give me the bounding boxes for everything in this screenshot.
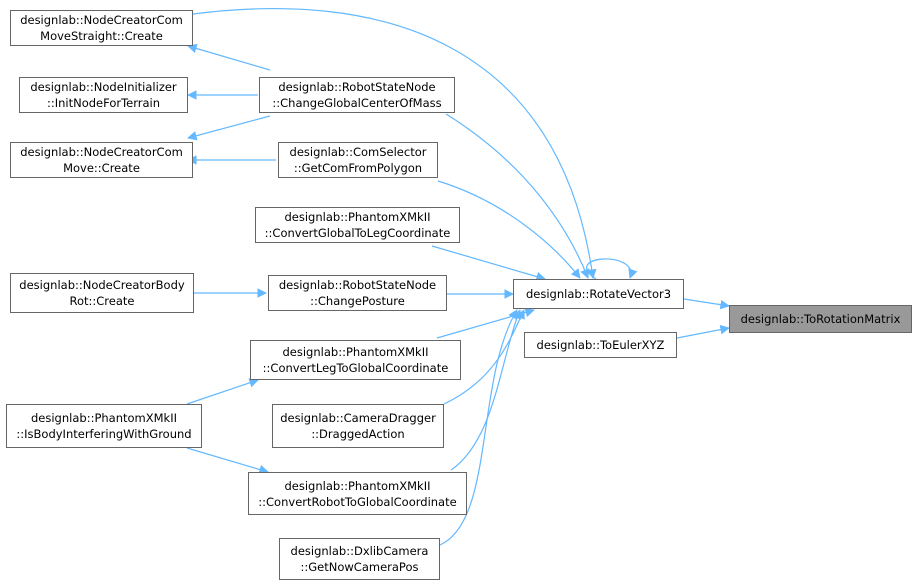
node-line2: ::ChangeGlobalCenterOfMass [272,96,442,110]
node-line2: MoveStraight::Create [40,29,163,43]
edge-n10-n9 [186,378,259,405]
node-line1: designlab::DxlibCamera [290,544,429,558]
node-line1: designlab::ComSelector [289,145,427,159]
edge-n1-n14 [192,8,597,279]
node-line1: designlab::ToEulerXYZ [536,338,665,352]
node-line1: designlab::PhantomXMkII [284,210,431,224]
node-line2: ::ConvertRobotToGlobalCoordinate [258,494,457,509]
node-torotationmatrix[interactable]: designlab::ToRotationMatrix [729,305,912,333]
node-nodeinitializer-initnodeforterrain[interactable]: designlab::NodeInitializer ::InitNodeFor… [19,77,188,113]
edge-n14-self [586,258,638,280]
node-robotstatenode-changeglobalcenterofmass[interactable]: designlab::RobotStateNode ::ChangeGlobal… [259,77,455,113]
node-line2: ::IsBodyInterferingWithGround [16,427,192,441]
node-nodecreatorcommovestraight-create[interactable]: designlab::NodeCreatorCom MoveStraight::… [10,10,193,46]
node-line1: designlab::NodeInitializer [30,80,177,94]
node-line1: designlab::RotateVector3 [525,287,672,301]
node-line2: ::GetComFromPolygon [293,161,423,175]
node-line1: designlab::CameraDragger [280,411,436,425]
edge-n5-n14 [437,180,581,279]
node-line1: designlab::NodeCreatorCom [20,145,183,159]
node-nodecreatorcommove-create[interactable]: designlab::NodeCreatorCom Move::Create [10,142,193,178]
edge-n15-n16 [676,324,730,339]
node-line1: designlab::RobotStateNode [278,278,437,292]
edge-n12-n14 [450,309,522,471]
node-rotatevector3[interactable]: designlab::RotateVector3 [513,279,684,309]
node-cameradragger-draggedaction[interactable]: designlab::CameraDragger ::DraggedAction [272,404,444,448]
node-phantomxmkii-convertrobottoglobalcoordinate[interactable]: designlab::PhantomXMkII ::ConvertRobotTo… [248,472,467,515]
edge-n10-n12 [186,447,269,475]
edge-n13-n14 [439,309,518,546]
edge-n3-n4 [187,115,271,141]
node-line2: ::ConvertGlobalToLegCoordinate [264,226,451,240]
node-comselector-getcomfrompolygon[interactable]: designlab::ComSelector ::GetComFromPolyg… [278,142,438,178]
edge-n1-n4 [187,43,271,71]
node-line2: ::ChangePosture [310,294,405,308]
edge-n14-n16 [683,298,730,310]
node-robotstatenode-changeposture[interactable]: designlab::RobotStateNode ::ChangePostur… [268,275,447,311]
node-line1: designlab::RobotStateNode [278,80,436,94]
node-phantomxmkii-convertlegtoglobalcoordinate[interactable]: designlab::PhantomXMkII ::ConvertLegToGl… [250,340,461,380]
node-line2: ::ConvertLegToGlobalCoordinate [262,361,449,375]
node-line1: designlab::PhantomXMkII [282,345,429,359]
node-line1: designlab::PhantomXMkII [284,478,431,493]
node-phantomxmkii-isbodyinterferingwithground[interactable]: designlab::PhantomXMkII ::IsBodyInterfer… [6,404,202,448]
node-line2: ::InitNodeForTerrain [46,96,161,110]
node-line1: designlab::NodeCreatorCom [20,13,183,27]
edge-n6-n14 [431,245,546,282]
node-line1: designlab::NodeCreatorBody [19,278,185,292]
node-phantomxmkii-convertglobaltolegcoordinate[interactable]: designlab::PhantomXMkII ::ConvertGlobalT… [255,207,460,243]
node-nodecreatorbodyrot-create[interactable]: designlab::NodeCreatorBody Rot::Create [10,273,194,313]
node-line2: Move::Create [63,161,140,175]
node-line2: ::DraggedAction [311,427,405,441]
node-toeulerxyz[interactable]: designlab::ToEulerXYZ [524,332,677,358]
node-line2: ::GetNowCameraPos [300,560,419,574]
edge-n4-n14 [445,113,590,279]
node-line1: designlab::PhantomXMkII [31,411,177,425]
edge-n9-n14 [436,307,535,339]
node-line2: Rot::Create [69,294,135,308]
node-line1: designlab::ToRotationMatrix [740,312,901,326]
node-dxlibcamera-getnowcamerapos[interactable]: designlab::DxlibCamera ::GetNowCameraPos [279,538,440,580]
